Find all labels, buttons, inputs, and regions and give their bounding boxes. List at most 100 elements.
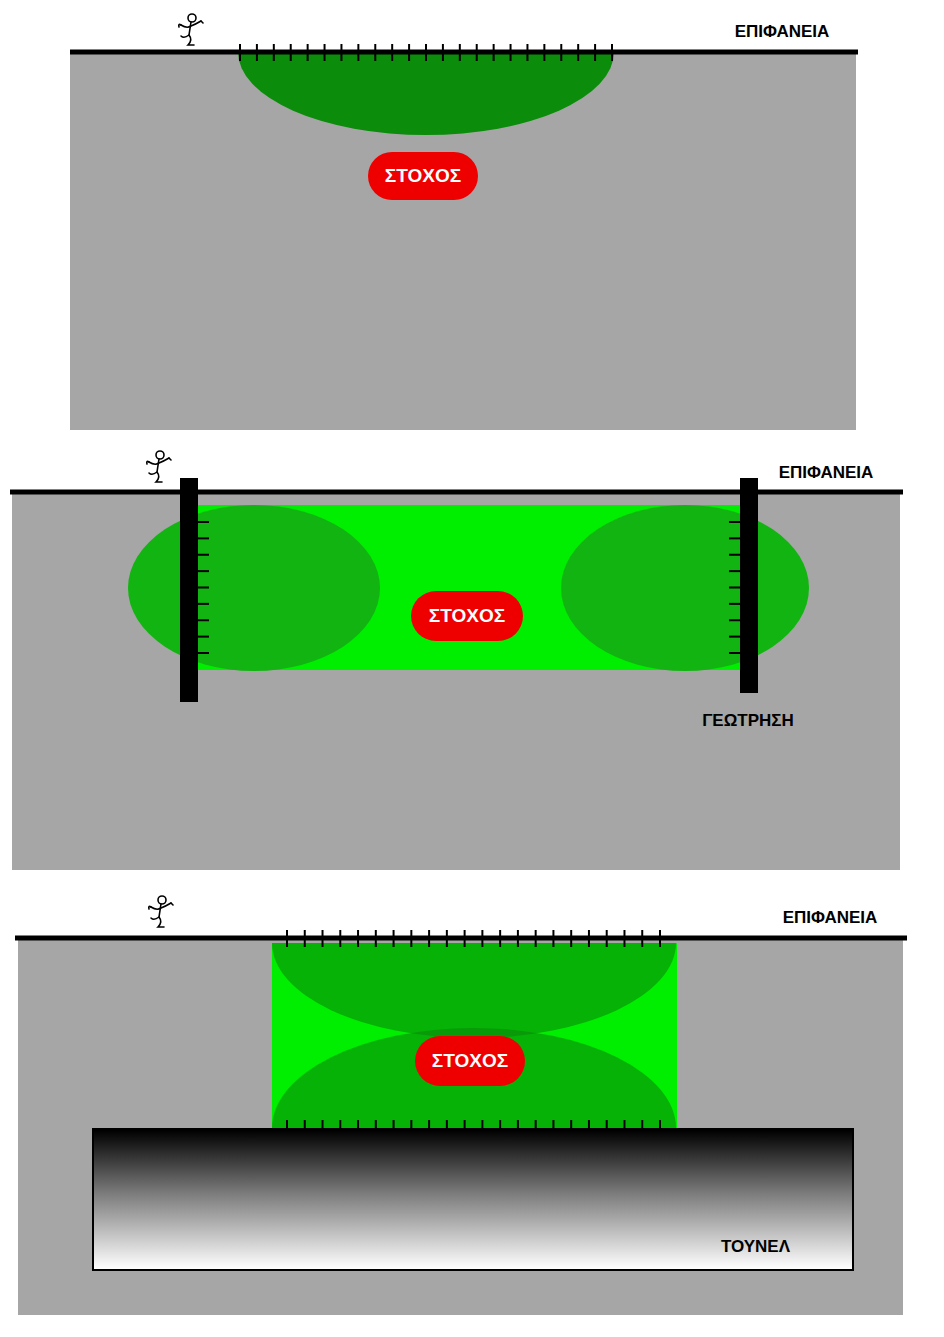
sensor-tick [577, 44, 579, 61]
sensor-tick [410, 930, 412, 947]
sensor-tick [304, 930, 306, 947]
sensor-tick [408, 44, 410, 61]
surface-label: ΕΠΙΦΑΝΕΙΑ [783, 908, 878, 928]
sensor-ticks [287, 930, 660, 1137]
sensor-tick [339, 930, 341, 947]
sensor-tick [476, 44, 478, 61]
stick-figure-stroke [149, 472, 162, 482]
sensor-tick [256, 44, 258, 61]
stick-figure-stroke [181, 21, 201, 27]
stick-figure-head [158, 896, 166, 904]
sensor-tick [729, 603, 740, 605]
stick-figure-stroke [151, 903, 171, 909]
sensor-tick [442, 44, 444, 61]
sensor-tick [273, 44, 275, 61]
sensitivity-zone [128, 505, 380, 671]
sensor-tick [729, 537, 740, 539]
stick-figure-stroke [149, 903, 173, 909]
sensor-tick [357, 44, 359, 61]
sensor-ticks [198, 522, 740, 653]
ground [12, 492, 900, 870]
sensor-tick [570, 930, 572, 947]
target-label: ΣΤΟΧΟΣ [429, 605, 505, 627]
sensor-tick [543, 44, 545, 61]
sensor-tick [729, 587, 740, 589]
sensor-tick [393, 930, 395, 947]
sensor-tick [198, 537, 209, 539]
sensor-tick [425, 44, 427, 61]
tunnel-label: ΤΟΥΝΕΛ [721, 1237, 790, 1257]
sensor-tick [286, 930, 288, 947]
sensor-tick [510, 44, 512, 61]
sensor-tick [611, 44, 613, 61]
target-label: ΣΤΟΧΟΣ [385, 165, 461, 187]
sensor-tick [659, 930, 661, 947]
sensor-tick [198, 619, 209, 621]
surface-label: ΕΠΙΦΑΝΕΙΑ [735, 22, 830, 42]
sensitivity-zone [272, 1028, 676, 1128]
sensor-tick [606, 930, 608, 947]
stick-figure-stroke [157, 459, 159, 472]
sensor-tick [357, 930, 359, 947]
sensor-tick [493, 44, 495, 61]
sensor-tick [428, 930, 430, 947]
target-pill: ΣΤΟΧΟΣ [368, 152, 478, 200]
sensor-tick [535, 930, 537, 947]
sensor-tick [391, 44, 393, 61]
sensor-tick [560, 44, 562, 61]
sensor-tick [307, 44, 309, 61]
surface-label: ΕΠΙΦΑΝΕΙΑ [779, 463, 874, 483]
stick-figure [147, 451, 171, 482]
sensor-tick [481, 930, 483, 947]
surface-line [10, 490, 903, 495]
sensor-tick [526, 44, 528, 61]
sensor-tick [464, 930, 466, 947]
sensor-tick [198, 636, 209, 638]
stick-figure [179, 14, 203, 45]
ground [70, 52, 856, 430]
sensitivity-zone [561, 505, 809, 671]
sensor-tick [729, 652, 740, 654]
sensor-tick [588, 930, 590, 947]
borehole [180, 478, 198, 702]
sensor-tick [459, 44, 461, 61]
sensor-tick [729, 570, 740, 572]
stick-figure-stroke [181, 35, 194, 45]
sensor-tick [198, 603, 209, 605]
sensor-tick [499, 930, 501, 947]
sensor-tick [340, 44, 342, 61]
sensor-tick [552, 930, 554, 947]
sensor-tick [517, 930, 519, 947]
sensitivity-zone [238, 52, 614, 135]
surface-line [15, 936, 907, 941]
sensor-tick [198, 554, 209, 556]
sensor-tick [322, 930, 324, 947]
sensor-tick [198, 652, 209, 654]
sensor-tick [239, 44, 241, 61]
sensitivity-zone [272, 943, 676, 1038]
target-pill: ΣΤΟΧΟΣ [415, 1036, 525, 1086]
sensor-tick [623, 930, 625, 947]
sensor-tick [324, 44, 326, 61]
surface-line [70, 50, 858, 55]
tunnel-box: ΤΟΥΝΕΛ [92, 1128, 854, 1271]
sensor-ticks [240, 44, 612, 61]
sensor-tick [198, 570, 209, 572]
stick-figure-head [156, 451, 164, 459]
stick-figure-head [188, 14, 196, 22]
sensor-tick [198, 587, 209, 589]
sensor-tick [729, 636, 740, 638]
target-label: ΣΤΟΧΟΣ [432, 1050, 508, 1072]
stick-figure-stroke [147, 458, 171, 464]
stick-figure [149, 896, 173, 927]
sensor-tick [594, 44, 596, 61]
stick-figure-stroke [189, 22, 191, 35]
borehole-label: ΓΕΩΤΡΗΣΗ [702, 711, 794, 731]
sensor-tick [375, 930, 377, 947]
borehole [740, 478, 758, 693]
stick-figure-stroke [149, 458, 169, 464]
sensor-tick [374, 44, 376, 61]
sensor-tick [729, 554, 740, 556]
sensor-tick [729, 619, 740, 621]
sensor-tick [729, 521, 740, 523]
